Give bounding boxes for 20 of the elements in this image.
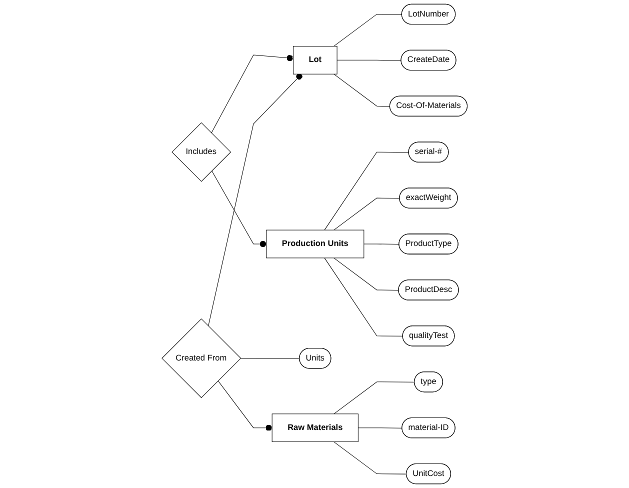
connector bbox=[334, 198, 400, 230]
connector bbox=[334, 442, 407, 474]
connector bbox=[211, 54, 294, 134]
connector bbox=[211, 170, 267, 248]
connector bbox=[334, 14, 402, 46]
node-box: Production Units bbox=[266, 230, 364, 258]
node-box: Raw Materials bbox=[272, 414, 358, 442]
connector bbox=[334, 382, 415, 414]
connector bbox=[364, 244, 400, 245]
connector bbox=[324, 152, 409, 230]
node-box: Lot bbox=[292, 46, 338, 74]
connector bbox=[334, 74, 390, 107]
connector bbox=[218, 380, 272, 431]
connector bbox=[240, 358, 300, 359]
connector bbox=[334, 258, 399, 290]
node-diamond: Includes bbox=[172, 122, 231, 182]
node-diamond: Created From bbox=[161, 318, 242, 398]
connector bbox=[208, 73, 302, 326]
connector bbox=[336, 60, 402, 61]
connector bbox=[324, 258, 403, 336]
